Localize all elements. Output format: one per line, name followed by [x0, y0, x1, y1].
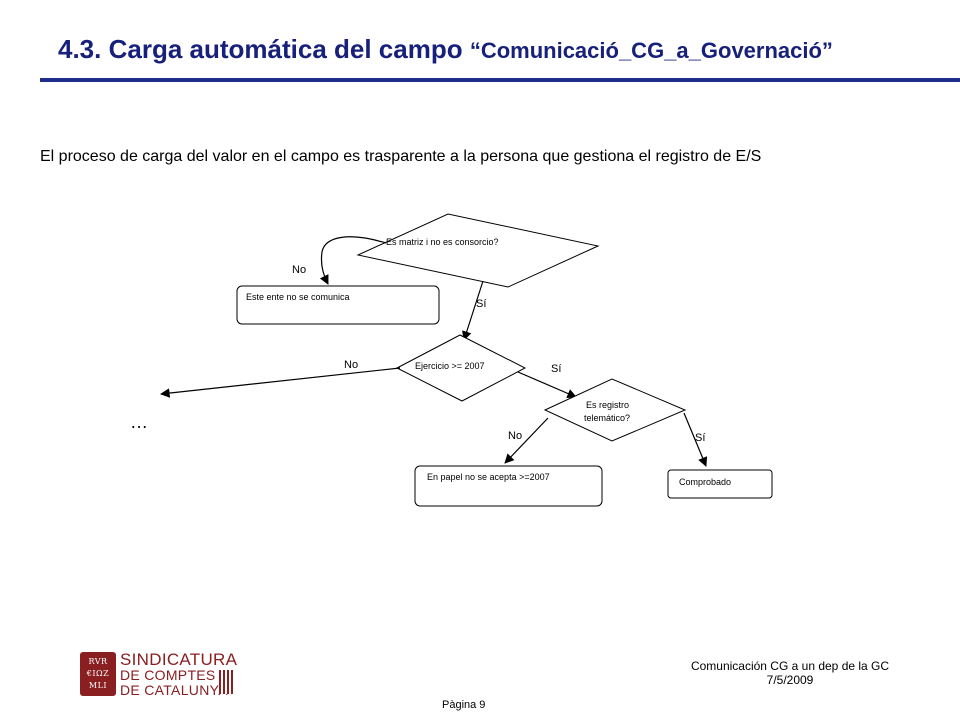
- box-no-comunica: [236, 285, 440, 325]
- arrow-d3-si: [683, 412, 708, 467]
- label-si-2: Sí: [551, 363, 561, 375]
- decision-matriz: [356, 213, 600, 288]
- box-comprobado-label: Comprobado: [679, 477, 731, 487]
- box-papel-label: En papel no se acepta >=2007: [427, 472, 550, 482]
- arrow-d1-no: [319, 236, 387, 285]
- label-no-2: No: [344, 359, 358, 371]
- decision-registro-label-2: telemático?: [584, 413, 630, 423]
- arrow-d1-si: [462, 280, 484, 341]
- footer-doc-title: Comunicación CG a un dep de la GC: [690, 659, 890, 673]
- box-papel: [414, 465, 603, 507]
- box-no-comunica-label: Este ente no se comunica: [246, 292, 350, 302]
- ellipsis: …: [130, 412, 148, 432]
- decision-matriz-label: Es matriz i no es consorcio?: [386, 237, 499, 247]
- intro-text: El proceso de carga del valor en el camp…: [40, 148, 762, 165]
- decision-registro: [543, 378, 687, 442]
- title-main: 4.3. Carga automática del campo: [58, 34, 470, 64]
- page-number: Pàgina 9: [442, 699, 486, 711]
- title-divider: [40, 78, 960, 82]
- label-si-3: Sí: [695, 432, 705, 444]
- label-no-3: No: [508, 430, 522, 442]
- sindicatura-logo: RVR €IΩZ MLI SINDICATURA DE COMPTES DE C…: [80, 650, 240, 698]
- decision-registro-label-1: Es registro: [586, 400, 629, 410]
- box-comprobado: [667, 469, 773, 499]
- arrow-d2-si: [517, 371, 577, 398]
- label-si-1: Sí: [476, 298, 486, 310]
- decision-ejercicio-label: Ejercicio >= 2007: [415, 361, 485, 371]
- arrow-d2-no: [160, 367, 401, 398]
- seal-icon: RVR €IΩZ MLI: [80, 652, 116, 696]
- logo-text: SINDICATURA DE COMPTES DE CATALUNYA: [120, 650, 238, 698]
- decision-ejercicio: [395, 334, 527, 402]
- page-title: 4.3. Carga automática del campo “Comunic…: [58, 34, 833, 65]
- senyera-icon: [219, 670, 233, 694]
- title-quoted: “Comunicació_CG_a_Governació”: [469, 38, 833, 63]
- footer-info: Comunicación CG a un dep de la GC 7/5/20…: [660, 659, 920, 687]
- label-no-1: No: [292, 264, 306, 276]
- arrow-d3-no: [504, 417, 549, 464]
- footer-date: 7/5/2009: [766, 673, 814, 687]
